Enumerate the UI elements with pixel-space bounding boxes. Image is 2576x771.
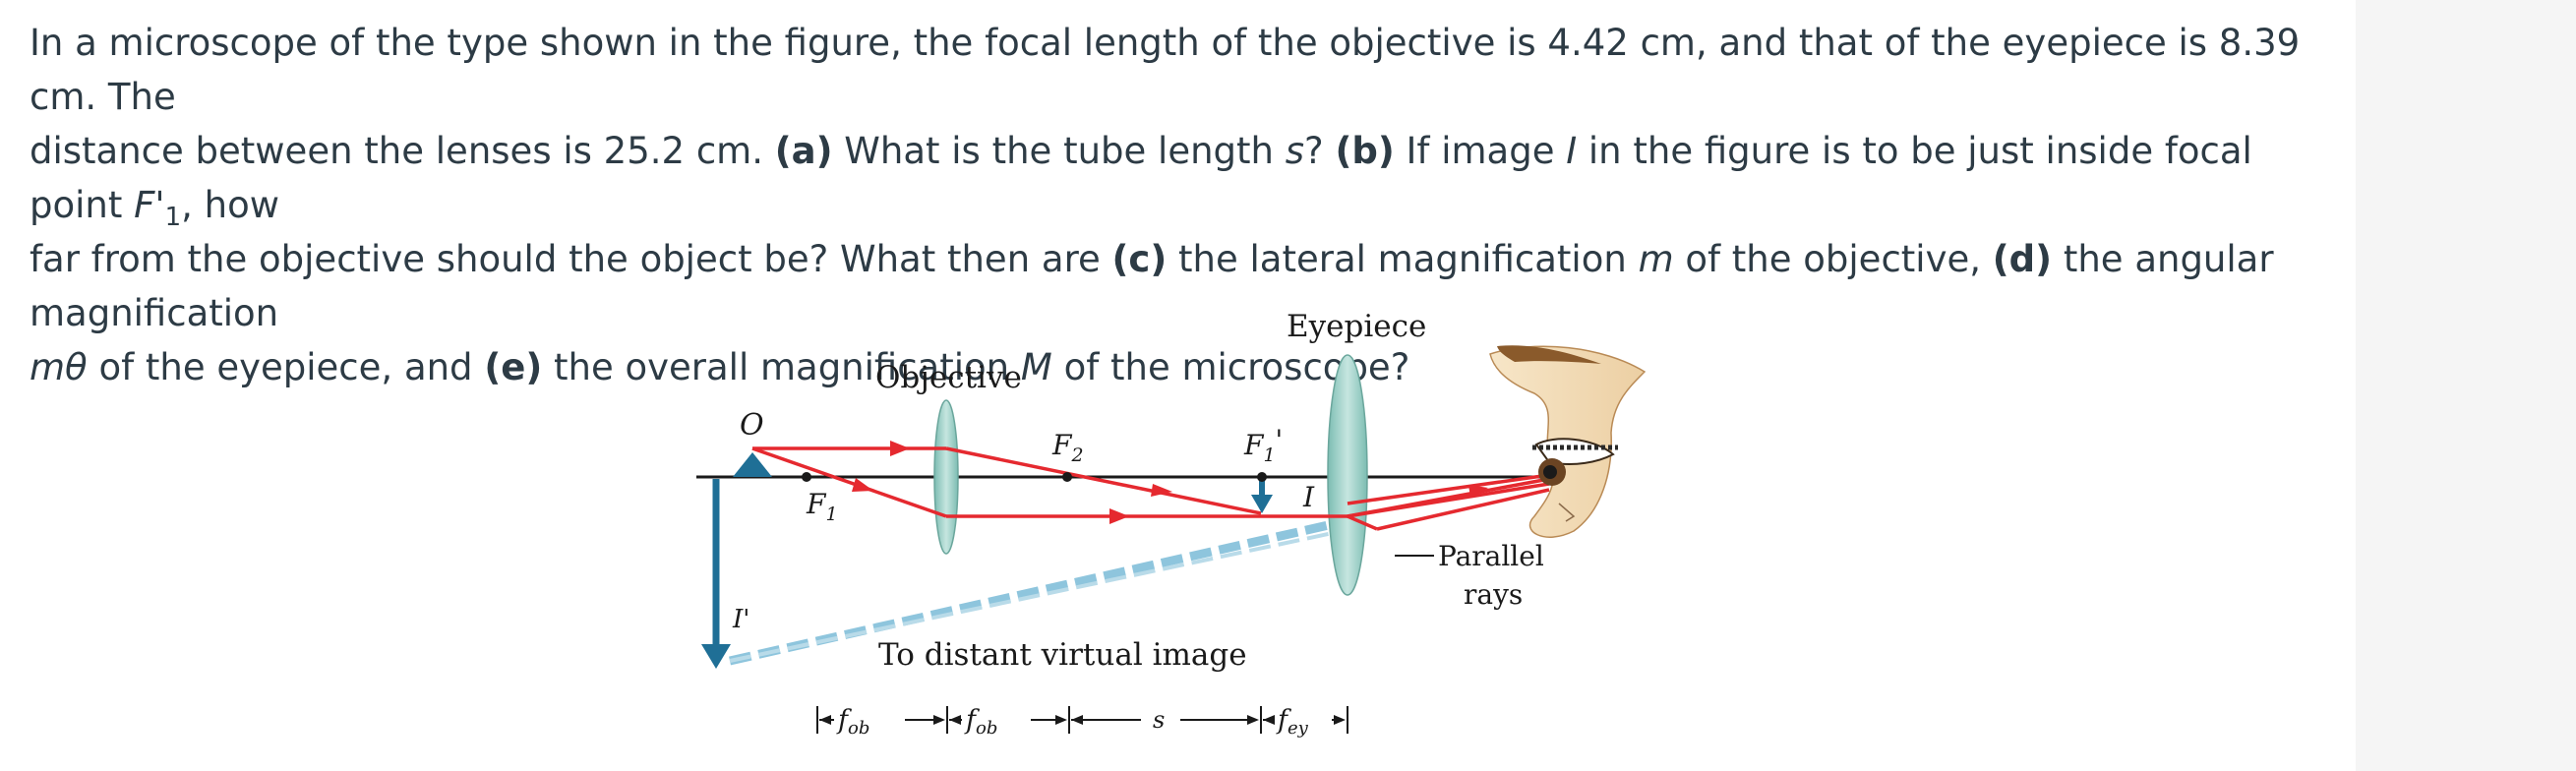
light-rays <box>751 446 1550 531</box>
label-F1-prime: F1' <box>1243 424 1283 466</box>
problem-text: In a microscope of the type shown in the… <box>30 16 2331 394</box>
label-F1p-subscript: 1 <box>1263 445 1275 466</box>
label-fob1-subscript: ob <box>848 718 869 739</box>
part-b-label: (b) <box>1335 130 1395 172</box>
part-c-label: (c) <box>1111 238 1168 280</box>
virtual-ray-upper <box>729 531 1334 663</box>
eye-icon <box>1489 345 1647 538</box>
label-F1p-prime: ' <box>1276 424 1284 456</box>
dimension-bar <box>816 706 1348 734</box>
problem-line-2: distance between the lenses is 25.2 cm. … <box>30 124 2331 232</box>
ray-arrowheads <box>852 441 1488 524</box>
variable-I: I <box>1566 130 1578 172</box>
text-segment: , how <box>181 184 280 226</box>
right-side-panel <box>2356 0 2576 771</box>
label-objective: Objective <box>875 360 1022 395</box>
variable-F-prime: F' <box>134 184 165 226</box>
label-F2: F2 <box>1051 429 1084 466</box>
label-virtual-image-I-prime: I' <box>732 605 749 634</box>
part-d-label: (d) <box>1992 238 2053 280</box>
label-f-ey: fey <box>1276 705 1309 739</box>
variable-m-theta: mθ <box>30 346 88 388</box>
variable-s: s <box>1285 130 1305 172</box>
label-F1-subscript: 1 <box>825 504 837 525</box>
focal-point-F2 <box>1062 472 1072 482</box>
text-segment: of the eyepiece, and <box>87 346 485 388</box>
problem-line-1: In a microscope of the type shown in the… <box>30 16 2331 124</box>
text-segment: distance between the lenses is 25.2 cm. <box>30 130 775 172</box>
problem-line-4: mθ of the eyepiece, and (e) the overall … <box>30 340 2331 394</box>
text-segment: the overall magnification <box>542 346 1021 388</box>
text-segment: in the figure is to be just inside focal… <box>30 130 2252 226</box>
text-segment: ? <box>1304 130 1336 172</box>
text-segment: of the objective, <box>1673 238 1993 280</box>
variable-m: m <box>1638 238 1674 280</box>
virtual-image-arrow <box>701 479 731 669</box>
label-F1: F1 <box>806 488 838 525</box>
focal-point-F1-prime <box>1257 472 1267 482</box>
part-e-label: (e) <box>484 346 543 388</box>
object-arrow <box>733 452 772 477</box>
real-image-arrow <box>1251 479 1273 513</box>
focal-point-F1 <box>802 472 811 482</box>
text-segment: In a microscope of the type shown in the… <box>30 22 2301 118</box>
objective-lens <box>933 399 959 555</box>
microscope-figure: Eyepiece Objective O F1 F2 F1' I I' To d… <box>696 309 1647 739</box>
text-segment: the angular magnification <box>30 238 2274 334</box>
label-object-O: O <box>740 408 764 443</box>
virtual-image-rays <box>729 519 1334 666</box>
label-s: s <box>1153 706 1165 734</box>
label-fob2-subscript: ob <box>976 718 997 739</box>
label-F2-subscript: 2 <box>1070 445 1083 466</box>
label-eyepiece: Eyepiece <box>1287 309 1426 344</box>
problem-line-3: far from the objective should the object… <box>30 232 2331 340</box>
question-panel: In a microscope of the type shown in the… <box>30 16 2331 739</box>
label-fey-subscript: ey <box>1288 718 1309 739</box>
subscript-1: 1 <box>164 203 182 232</box>
label-F1p-letter: F <box>1243 429 1265 461</box>
label-real-image-I: I <box>1302 481 1315 513</box>
label-f-ob-2: fob <box>964 705 997 739</box>
label-parallel: Parallel <box>1438 540 1544 572</box>
label-rays: rays <box>1464 578 1523 611</box>
label-f-ob-1: fob <box>836 705 869 739</box>
label-F1-letter: F <box>806 488 827 520</box>
variable-M: M <box>1020 346 1052 388</box>
label-to-distant-virtual-image: To distant virtual image <box>878 637 1247 673</box>
part-a-label: (a) <box>774 130 833 172</box>
text-segment: What is the tube length <box>832 130 1286 172</box>
label-F2-letter: F <box>1051 429 1073 461</box>
eyepiece-lens <box>1327 354 1368 596</box>
text-segment: far from the objective should the object… <box>30 238 1112 280</box>
text-segment: If image <box>1394 130 1567 172</box>
text-segment: the lateral magnification <box>1167 238 1639 280</box>
